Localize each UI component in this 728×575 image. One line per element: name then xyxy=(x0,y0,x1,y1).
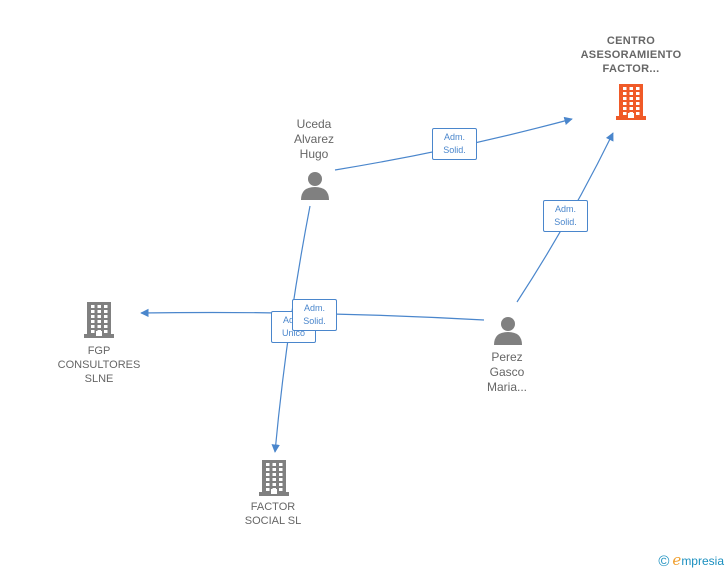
edge-label-perez-centro[interactable]: Adm. Solid. xyxy=(543,200,588,232)
node-label-line: Alvarez xyxy=(293,132,334,146)
node-label-fgp[interactable]: FGP CONSULTORES SLNE xyxy=(44,344,154,386)
edge-label-line: Solid. xyxy=(303,316,326,326)
edge-label-perez-fgp[interactable]: Adm. Solid. xyxy=(292,299,337,331)
brand-e: e xyxy=(672,551,682,569)
copyright-symbol: © xyxy=(658,553,670,570)
edge-label-line: Adm. xyxy=(554,204,576,214)
node-label-line: Maria... xyxy=(486,380,527,394)
building-icon[interactable] xyxy=(84,302,114,343)
node-label-centro[interactable]: CENTRO ASESORAMIENTO FACTOR... xyxy=(571,34,691,76)
node-label-line: Gasco xyxy=(489,365,525,379)
node-label-line: FACTOR xyxy=(250,501,296,513)
edge-label-line: Solid. xyxy=(554,217,577,227)
edge-label-line: Solid. xyxy=(443,145,466,155)
building-icon[interactable] xyxy=(259,460,289,501)
node-label-line: CONSULTORES xyxy=(57,359,141,371)
brand-name: mpresia xyxy=(681,554,724,568)
node-label-line: FACTOR... xyxy=(602,63,660,75)
person-icon[interactable] xyxy=(493,315,523,350)
node-label-line: Hugo xyxy=(299,147,329,161)
node-label-line: Uceda xyxy=(296,117,332,131)
node-label-line: SLNE xyxy=(84,373,114,385)
footer-brand[interactable]: ©empresia xyxy=(658,551,724,570)
node-label-factor[interactable]: FACTOR SOCIAL SL xyxy=(228,500,318,528)
edge-label-line: Unico xyxy=(281,328,305,338)
edge-label-line: Adm. xyxy=(303,303,325,313)
node-label-line: ASESORAMIENTO xyxy=(580,49,682,61)
edge-label-uceda-centro[interactable]: Adm. Solid. xyxy=(432,128,477,160)
edge-label-line: Adm. xyxy=(443,132,465,142)
person-icon[interactable] xyxy=(300,170,330,205)
node-label-line: Perez xyxy=(491,350,523,364)
building-icon[interactable] xyxy=(616,84,646,125)
node-label-line: FGP xyxy=(87,345,111,357)
node-label-line: CENTRO xyxy=(606,35,656,47)
node-label-line: SOCIAL SL xyxy=(244,515,302,527)
